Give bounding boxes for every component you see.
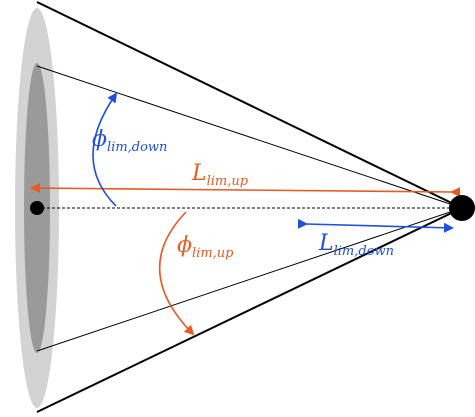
inner-cone-edge-bottom: [36, 207, 463, 352]
apex-point: [449, 195, 475, 221]
L-lim-up-label: Llim,up: [191, 161, 249, 189]
phi-lim-up-label: ϕlim,up: [177, 233, 234, 261]
base-center-point: [30, 201, 44, 215]
phi-lim-down-arc: [92, 92, 118, 207]
phi-lim-up-arc: [158, 211, 195, 336]
phi-lim-down-label: ϕlim,down: [92, 127, 167, 155]
outer-cone-edge-top: [36, 1, 463, 209]
L-lim-down-arrow: [297, 218, 454, 233]
outer-cone-edge-bottom: [36, 207, 463, 413]
L-lim-down-label: Llim,down: [318, 231, 394, 259]
